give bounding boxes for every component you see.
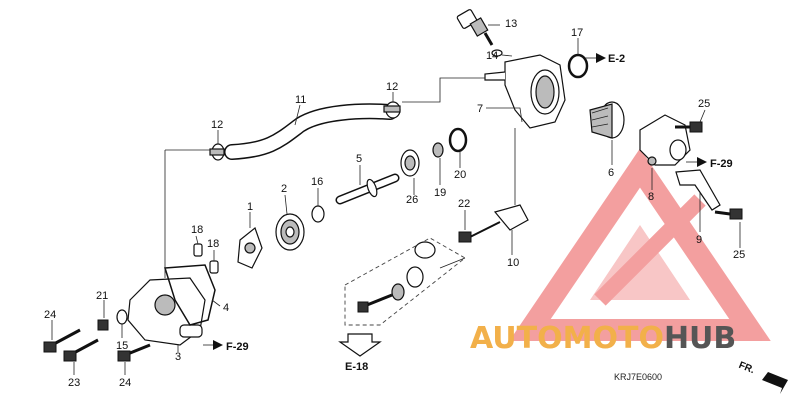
callout-labels: 1 2 3 4 5 6 7 8 9 10 11 12 12 13 14 15 1… — [44, 18, 745, 389]
bolt-part-25-top — [675, 121, 703, 133]
bolt-part-22 — [458, 231, 472, 243]
washer-part-21 — [97, 319, 109, 331]
e18-down-arrow-icon — [338, 333, 382, 357]
callout-23: 23 — [68, 377, 80, 389]
callout-9: 9 — [696, 234, 702, 246]
temp-sensor-part-13 — [456, 9, 494, 46]
seal-part-19 — [432, 142, 444, 158]
thermostat-part-6 — [589, 101, 625, 139]
callout-24-bottom: 24 — [119, 377, 131, 389]
pipe-bracket-part-10 — [469, 204, 529, 238]
pump-cover-part-3 — [127, 277, 206, 346]
washer-part-14 — [491, 49, 503, 57]
hose-part-11 — [224, 103, 398, 160]
collar-part-16 — [311, 205, 325, 223]
front-direction-label: FR. — [737, 360, 756, 376]
callout-18-b: 18 — [207, 238, 219, 250]
callout-17: 17 — [571, 27, 583, 39]
callout-24-left: 24 — [44, 309, 56, 321]
callout-5: 5 — [356, 153, 362, 165]
bolt-part-24-left — [43, 328, 81, 353]
callout-8: 8 — [648, 191, 654, 203]
callout-6: 6 — [608, 167, 614, 179]
ref-arrow-f29-bottom-icon — [203, 340, 223, 350]
callout-20: 20 — [454, 169, 466, 181]
pump-shaft-part-5 — [335, 173, 400, 205]
circlip-part-20 — [448, 127, 468, 153]
o-ring-part-17 — [567, 53, 589, 79]
callout-25-bottom: 25 — [733, 249, 745, 261]
callout-25-top: 25 — [698, 98, 710, 110]
thermostat-housing-part-7 — [484, 54, 566, 129]
washer-part-15 — [116, 309, 128, 325]
dowel-pin-part-18-b — [209, 260, 219, 274]
e18-subassembly-box — [344, 237, 466, 326]
ref-label-f29-bottom: F-29 — [226, 341, 249, 353]
clamp-part-12-left — [209, 143, 225, 161]
callout-16: 16 — [311, 176, 323, 188]
front-direction-arrow-icon — [762, 372, 788, 394]
watermark-text-a: AUTOMOTO — [470, 321, 664, 356]
callout-13: 13 — [505, 18, 517, 30]
callout-19: 19 — [434, 187, 446, 199]
bearing-part-26 — [400, 149, 420, 177]
ref-arrow-e2-icon — [585, 53, 606, 63]
callout-4: 4 — [223, 302, 229, 314]
thermostat-cover-part-8 — [639, 114, 691, 166]
callout-21: 21 — [96, 290, 108, 302]
callout-7: 7 — [477, 103, 483, 115]
callout-2: 2 — [281, 183, 287, 195]
watermark-text-b: HUB — [664, 321, 736, 356]
gasket-part-4 — [164, 264, 216, 326]
callout-12-left: 12 — [211, 119, 223, 131]
ref-label-e2: E-2 — [608, 53, 625, 65]
watermark-logo — [509, 148, 771, 341]
callout-11: 11 — [295, 94, 306, 106]
impeller-part-1 — [237, 227, 263, 269]
callout-26: 26 — [406, 194, 418, 206]
ref-label-e18: E-18 — [345, 361, 368, 373]
leader-lines — [51, 24, 741, 375]
callout-1: 1 — [247, 201, 253, 213]
ref-label-f29-right: F-29 — [710, 158, 733, 170]
mechanical-seal-part-2 — [275, 213, 305, 251]
callout-3: 3 — [175, 351, 181, 363]
callout-22: 22 — [458, 198, 470, 210]
bracket-part-9 — [675, 169, 721, 211]
callout-12-right: 12 — [386, 81, 398, 93]
bolt-part-23 — [63, 338, 99, 362]
diagram-code: KRJ7E0600 — [614, 372, 662, 382]
watermark-text: AUTOMOTOHUB — [470, 321, 736, 356]
callout-14: 14 — [486, 50, 498, 62]
callout-15: 15 — [116, 340, 128, 352]
ref-arrow-f29-right-icon — [686, 157, 707, 167]
bolt-part-24-bottom — [117, 343, 151, 362]
callout-18-a: 18 — [191, 224, 203, 236]
callout-10: 10 — [507, 257, 519, 269]
dowel-pin-part-18-a — [193, 243, 203, 257]
bolt-part-25-bottom — [714, 208, 743, 220]
